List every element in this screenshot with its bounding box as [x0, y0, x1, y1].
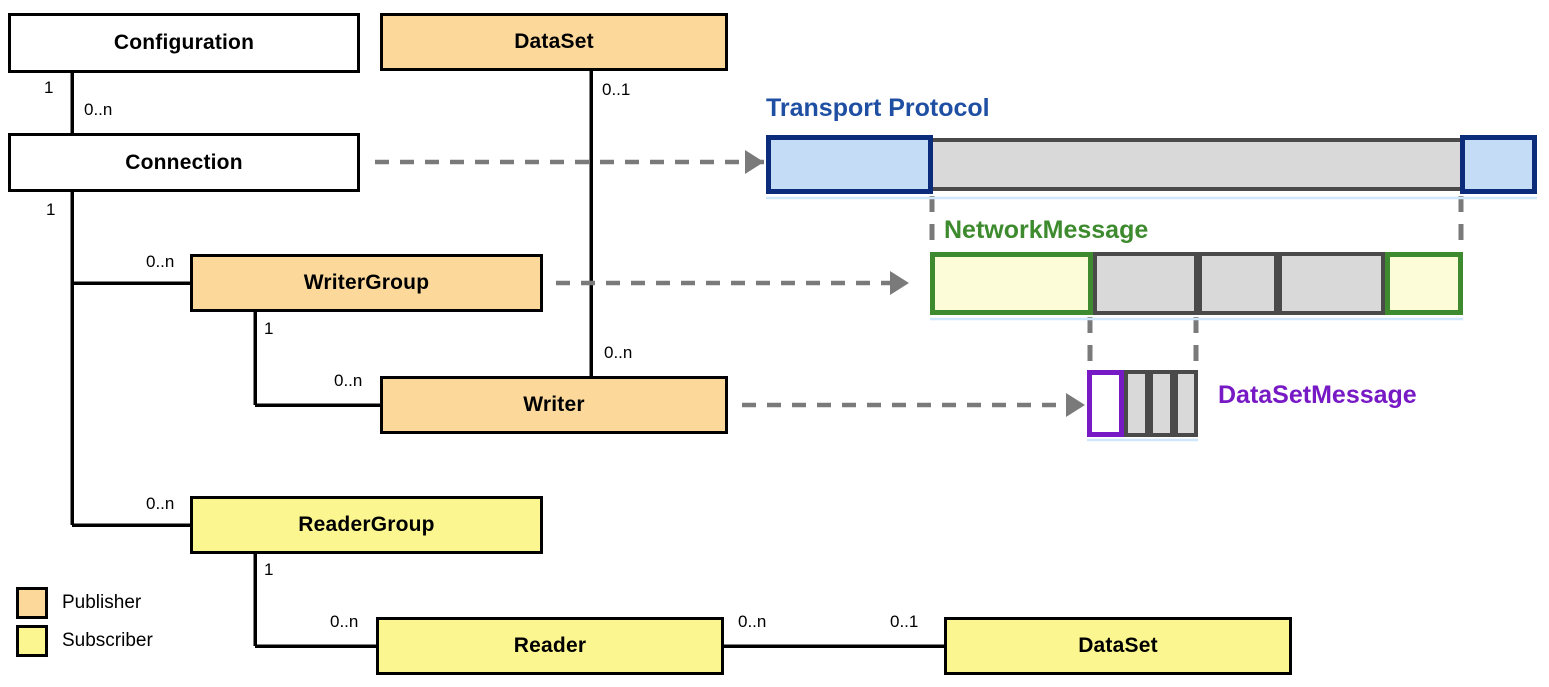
segment-networkmessage-payload-3	[1278, 252, 1385, 315]
class-box-writer[interactable]: Writer	[380, 376, 728, 434]
class-label-dataset-top: DataSet	[514, 30, 594, 53]
class-label-configuration: Configuration	[113, 31, 255, 54]
segment-networkmessage-payload-2	[1198, 252, 1278, 315]
segment-networkmessage-payload-1	[1093, 252, 1198, 315]
class-label-writergroup: WriterGroup	[303, 271, 430, 294]
segment-transport-payload	[933, 138, 1460, 191]
legend-label-subscriber: Subscriber	[62, 630, 153, 651]
class-label-connection: Connection	[125, 150, 243, 174]
legend-swatch-subscriber	[16, 625, 48, 657]
segment-protocol-header	[766, 135, 933, 194]
segment-datasetmessage-header	[1087, 370, 1124, 437]
class-box-dataset-top[interactable]: DataSet	[380, 13, 728, 71]
legend-swatch-publisher	[16, 587, 48, 619]
class-box-readergroup[interactable]: ReaderGroup	[190, 496, 543, 554]
multiplicity-config-child: 0..n	[84, 100, 113, 119]
multiplicity-connection-readergroup: 0..n	[146, 494, 175, 513]
drop-connectors	[929, 196, 1464, 370]
class-box-configuration[interactable]: Configuration	[8, 13, 360, 73]
class-box-reader[interactable]: Reader	[376, 617, 724, 675]
class-box-dataset-bottom[interactable]: DataSet	[944, 617, 1292, 675]
network-message-bar[interactable]	[930, 252, 1463, 315]
arrowheads	[745, 150, 1085, 417]
multiplicity-reader-dataset-left: 0..n	[738, 612, 767, 631]
multiplicity-dataset-writer: 0..n	[604, 343, 633, 362]
multiplicity-readergroup-parent: 1	[264, 560, 274, 579]
multiplicity-connection-spine: 1	[46, 200, 56, 219]
multiplicity-config-parent: 1	[44, 78, 54, 97]
multiplicity-reader-dataset-right: 0..1	[890, 612, 919, 631]
multiplicity-readergroup-reader: 0..n	[330, 612, 359, 631]
header-network-message: NetworkMessage	[944, 216, 1149, 244]
legend-label-publisher: Publisher	[62, 592, 142, 613]
segment-networkmessage-header	[930, 252, 1093, 315]
class-label-dataset-bottom: DataSet	[1078, 634, 1158, 657]
dataset-message-bar[interactable]	[1087, 370, 1198, 437]
class-label-readergroup: ReaderGroup	[298, 513, 435, 536]
segment-datasetmessage-field-2	[1149, 370, 1174, 437]
arrowhead-datasetmessage	[1066, 393, 1085, 417]
class-box-writergroup[interactable]: WriterGroup	[190, 254, 543, 312]
class-box-connection[interactable]: Connection	[8, 133, 360, 192]
segment-datasetmessage-field-3	[1174, 370, 1198, 437]
class-label-writer: Writer	[523, 393, 585, 416]
multiplicity-writergroup-writer: 0..n	[334, 371, 363, 390]
transport-protocol-bar[interactable]	[766, 135, 1537, 194]
arrowhead-networkmessage	[890, 271, 909, 295]
header-datasetmessage: DataSetMessage	[1218, 381, 1417, 409]
multiplicity-writergroup-parent: 1	[264, 319, 274, 338]
class-label-reader: Reader	[513, 634, 587, 657]
bar-baselines	[766, 196, 1537, 442]
segment-datasetmessage-field-1	[1124, 370, 1149, 437]
header-transport-protocol: Transport Protocol	[766, 94, 990, 122]
segment-protocol-trailer	[1460, 135, 1537, 194]
segment-networkmessage-trailer	[1385, 252, 1463, 315]
arrowhead-transport	[745, 150, 764, 174]
multiplicity-connection-writergroup: 0..n	[146, 252, 175, 271]
multiplicity-dataset-top: 0..1	[602, 80, 631, 99]
